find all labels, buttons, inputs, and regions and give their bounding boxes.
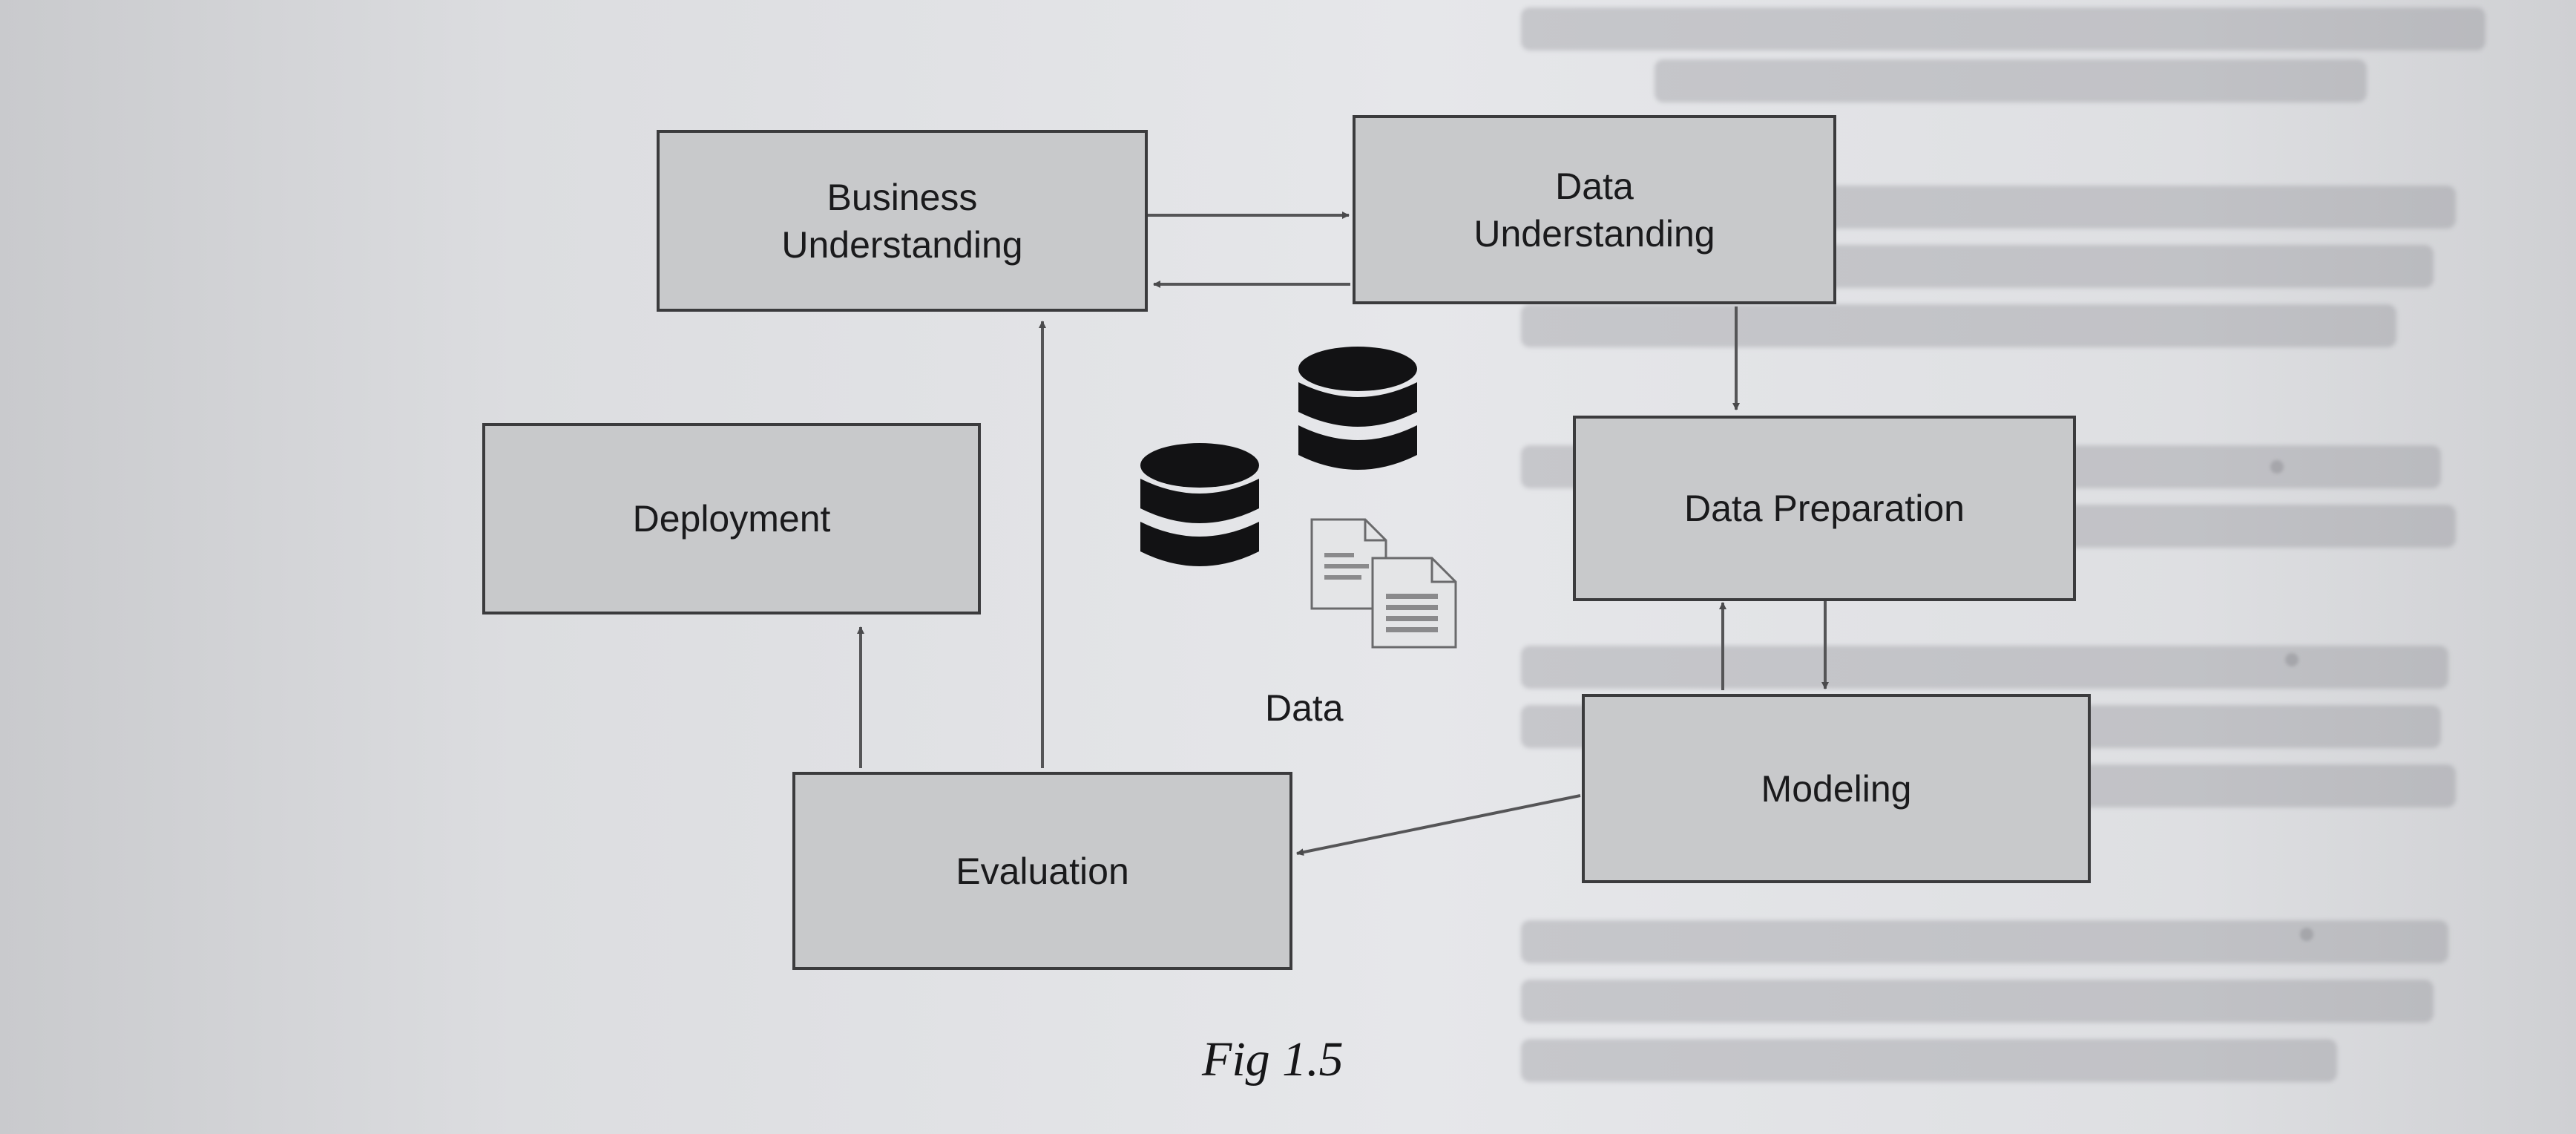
data-label: Data: [1265, 687, 1344, 729]
box-deployment: Deployment: [482, 423, 981, 614]
box-business-understanding: Business Understanding: [657, 130, 1148, 312]
box-evaluation: Evaluation: [792, 772, 1292, 970]
bleed-bullet: [2285, 653, 2299, 666]
modeling-label: Modeling: [1761, 767, 1912, 810]
figure-caption: Fig 1.5: [1202, 1032, 1344, 1087]
box-modeling: Modeling: [1582, 694, 2091, 883]
box-data-preparation: Data Preparation: [1573, 416, 2076, 601]
bleed-bullet: [2300, 928, 2313, 941]
data-understanding-label: Data Understanding: [1473, 165, 1715, 255]
business-understanding-label: Business Understanding: [781, 176, 1023, 266]
data-preparation-label: Data Preparation: [1683, 488, 1965, 529]
evaluation-label: Evaluation: [956, 850, 1129, 892]
deployment-label: Deployment: [632, 498, 831, 540]
box-data-understanding: Data Understanding: [1353, 115, 1836, 304]
bleed-bullet: [2270, 460, 2284, 473]
